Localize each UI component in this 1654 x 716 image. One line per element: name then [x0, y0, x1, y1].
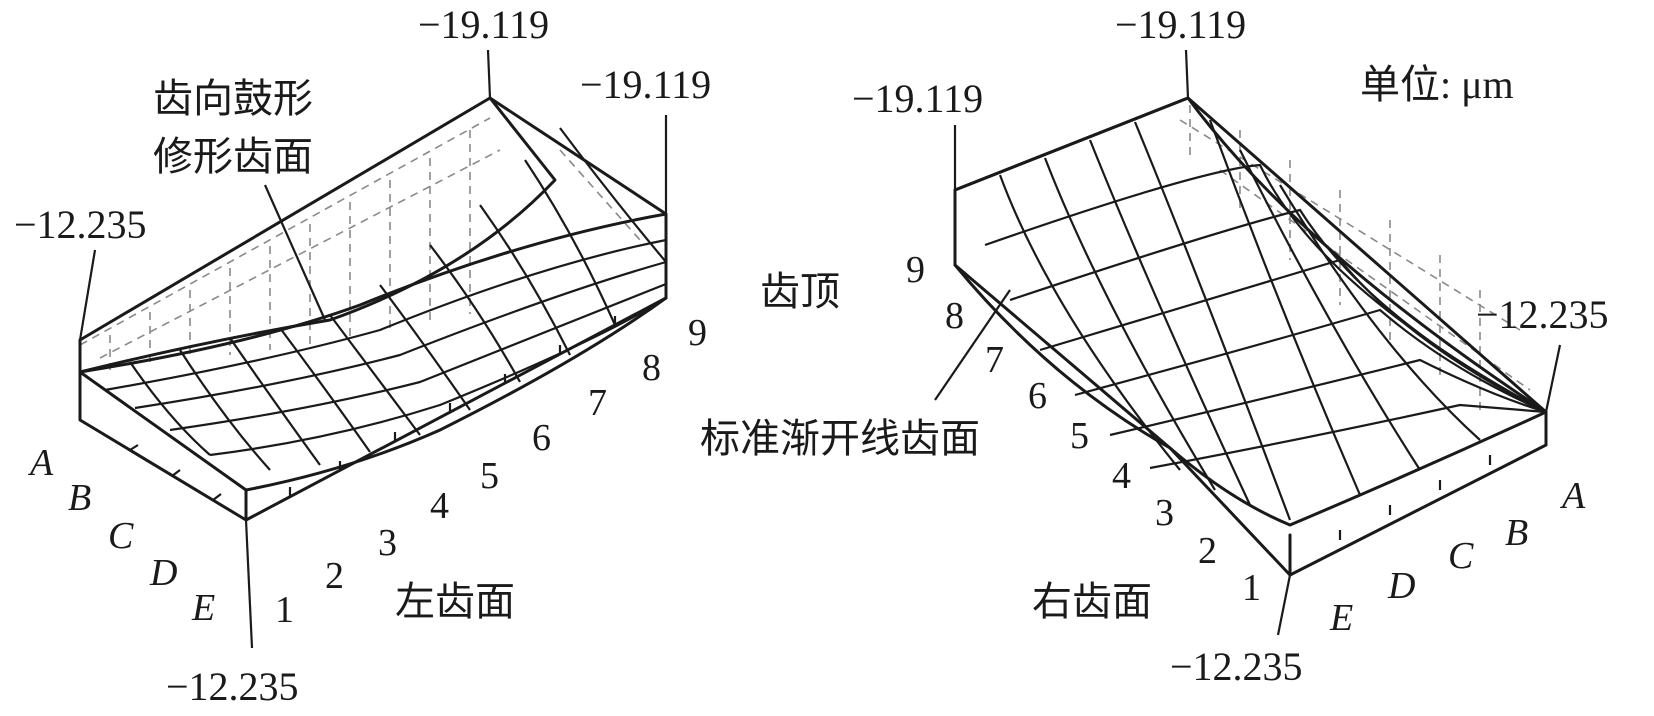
right-tick-8: 8 — [945, 295, 964, 337]
right-grid-col-3 — [1088, 139, 1251, 506]
left-tick-3: 3 — [378, 522, 397, 564]
right-tick-6: 6 — [1028, 375, 1047, 417]
right-letter-B: B — [1505, 512, 1528, 554]
standard-surface-leader — [934, 289, 1011, 401]
left-grid-row-2 — [78, 370, 248, 492]
left-tick-8: 8 — [642, 347, 661, 389]
left-bottom-value: −12.235 — [166, 664, 299, 709]
right-right-value: −12.235 — [1476, 292, 1609, 337]
left-grid-col-1 — [129, 361, 211, 456]
left-leader-bottom — [244, 519, 254, 649]
right-letter-A: A — [1559, 475, 1586, 517]
right-grid-col-5 — [1208, 119, 1362, 496]
right-bottom-value: −12.235 — [1170, 644, 1303, 689]
left-grid-col-4 — [279, 327, 371, 453]
right-letter-ticks: A B C D E — [1329, 475, 1586, 639]
left-letter-C: C — [108, 515, 134, 557]
left-grid-row-4 — [104, 238, 667, 392]
right-tick-5: 5 — [1070, 415, 1089, 457]
right-grid-col-4 — [1133, 121, 1292, 521]
left-letter-A: A — [27, 442, 54, 484]
right-top-value: −19.119 — [1115, 2, 1246, 47]
left-grid-col-5 — [329, 314, 421, 436]
left-tick-5: 5 — [480, 455, 499, 497]
right-tick-9: 9 — [906, 249, 925, 291]
right-left-value: −19.119 — [852, 76, 983, 121]
standard-surface-label: 标准渐开线齿面 — [700, 416, 980, 461]
right-tick-2: 2 — [1198, 530, 1217, 572]
left-grid-col-6 — [379, 284, 471, 411]
right-letter-E: E — [1329, 597, 1353, 639]
left-grid-col-9 — [524, 159, 617, 326]
left-flank-surface — [78, 49, 668, 649]
left-letter-D: D — [149, 552, 177, 594]
left-grid-col-7 — [429, 244, 521, 383]
left-grid-col-10 — [559, 127, 667, 263]
left-box-outline — [78, 96, 668, 522]
right-grid-row-2 — [1009, 208, 1547, 413]
right-grid-row-6 — [1149, 403, 1547, 470]
right-grid-row-5 — [1109, 358, 1547, 437]
unit-label: 单位: μm — [1360, 62, 1514, 107]
left-grid-row-3 — [78, 212, 668, 374]
left-tick-2: 2 — [325, 555, 344, 597]
left-letter-B: B — [68, 477, 91, 519]
left-left-value: −12.235 — [14, 202, 147, 247]
right-grid-col-1 — [998, 174, 1181, 471]
right-leader-bottom — [1276, 574, 1292, 636]
left-letter-ticks: A B C D E — [27, 442, 215, 629]
right-flank-label: 右齿面 — [1032, 579, 1152, 624]
right-number-ticks: 9 8 7 6 5 4 3 2 1 — [906, 249, 1261, 609]
right-tick-3: 3 — [1155, 492, 1174, 534]
left-tick-4: 4 — [430, 485, 449, 527]
left-grid-row-7 — [209, 297, 667, 457]
left-number-ticks: 1 2 3 4 5 6 7 8 9 — [275, 312, 707, 631]
left-grid-col-8 — [479, 204, 571, 356]
right-grid-row-3 — [1039, 258, 1547, 413]
right-tick-7: 7 — [985, 339, 1004, 381]
right-grid-col-6 — [1239, 149, 1421, 471]
left-leader-left — [78, 249, 97, 341]
right-grid-row-4 — [1074, 308, 1547, 414]
left-axis-ticks — [129, 316, 617, 501]
right-flank-surface — [934, 49, 1562, 636]
left-leader-crowned — [263, 184, 327, 321]
left-right-value: −19.119 — [580, 62, 711, 107]
right-grid-col-7 — [1279, 184, 1481, 441]
left-letter-E: E — [191, 587, 215, 629]
crowned-surface-label-line2: 修形齿面 — [153, 134, 313, 179]
left-tick-6: 6 — [532, 417, 551, 459]
right-axis-ticks — [1338, 455, 1492, 540]
left-tick-9: 9 — [688, 312, 707, 354]
left-grid-col-2 — [179, 349, 271, 471]
left-grid-row-5 — [134, 260, 667, 410]
left-leader-top — [486, 49, 492, 99]
crowned-surface-label-line1: 齿向鼓形 — [153, 76, 313, 121]
left-grid-row-1 — [78, 96, 557, 374]
left-tick-7: 7 — [588, 382, 607, 424]
right-grid-front — [1168, 410, 1548, 527]
tooth-tip-label: 齿顶 — [760, 269, 840, 314]
right-tick-1: 1 — [1242, 567, 1261, 609]
left-top-value: −19.119 — [418, 2, 549, 47]
left-tick-1: 1 — [275, 589, 294, 631]
right-leader-top — [1184, 49, 1190, 99]
right-grid-left-edge — [953, 263, 1172, 450]
right-letter-C: C — [1448, 535, 1474, 577]
left-grid-col-3 — [229, 337, 321, 466]
right-tick-4: 4 — [1112, 455, 1131, 497]
right-leader-right — [1544, 344, 1562, 413]
left-grid-front — [244, 296, 668, 492]
left-flank-label: 左齿面 — [395, 579, 515, 624]
right-letter-D: D — [1387, 565, 1415, 607]
right-grid-col-2 — [1043, 157, 1216, 491]
